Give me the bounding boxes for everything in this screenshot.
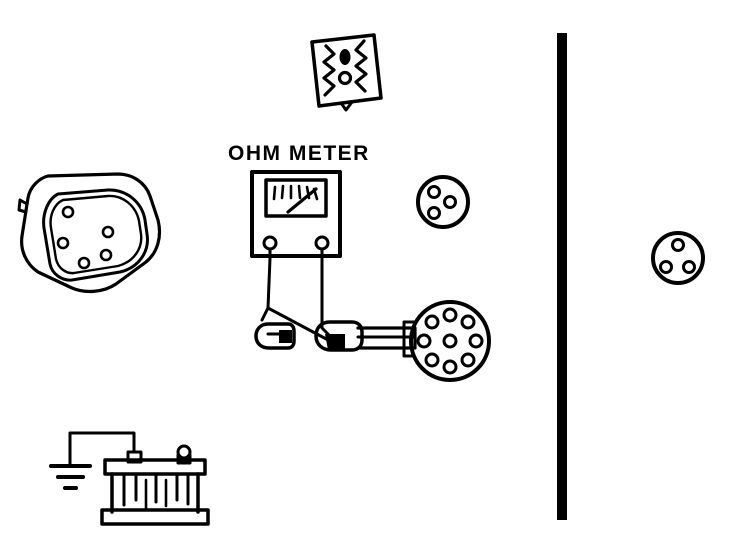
ground-symbol [49, 431, 136, 490]
battery [100, 444, 210, 526]
test-probe-clip-left[interactable] [254, 322, 296, 350]
three-pin-connector-right [651, 231, 705, 285]
transformer-coil [310, 33, 383, 112]
connector-gasket [17, 172, 162, 294]
ohm-meter-label: OHM METER [228, 142, 370, 165]
test-lead-wires [260, 256, 332, 343]
vertical-divider-bar [557, 33, 567, 520]
battery-plates [122, 472, 190, 510]
ohm-meter[interactable] [250, 170, 342, 260]
nine-pin-connector [402, 300, 491, 382]
three-pin-connector-center [416, 175, 470, 229]
test-probe-clip-right[interactable] [314, 320, 417, 352]
meter-scale-ticks [272, 184, 319, 201]
